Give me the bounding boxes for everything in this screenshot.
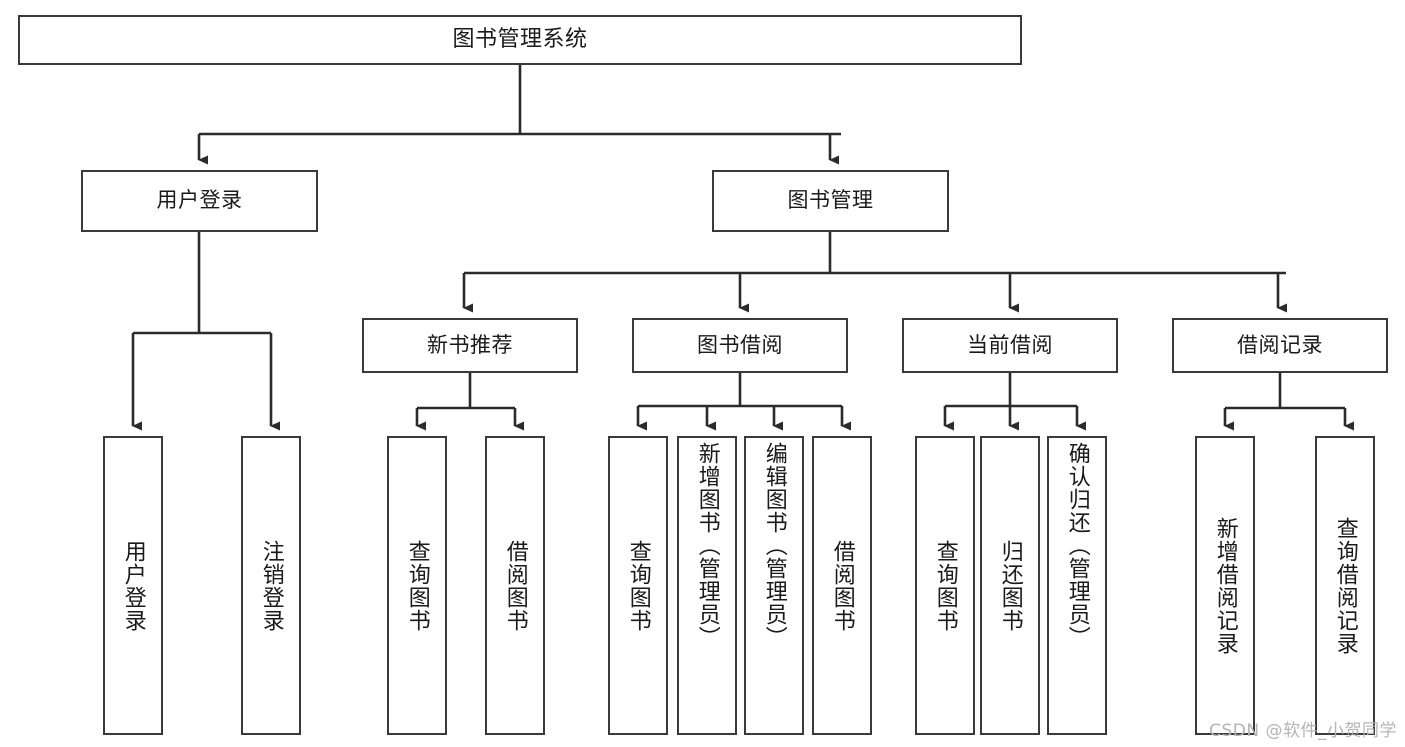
node-label: 借阅图书 (502, 539, 528, 632)
node-leaf-borrow-book-recommend[interactable]: 借阅图书 (485, 436, 545, 735)
node-leaf-edit-book-admin[interactable]: 编辑图书（管理员） (744, 436, 804, 735)
node-leaf-query-book-current[interactable]: 查询图书 (915, 436, 975, 735)
node-label: 用户登录 (120, 539, 146, 632)
node-label: 编辑图书（管理员） (761, 442, 787, 649)
node-current-borrow[interactable]: 当前借阅 (902, 318, 1118, 373)
node-leaf-return-book[interactable]: 归还图书 (980, 436, 1040, 735)
node-label: 归还图书 (997, 539, 1023, 632)
node-leaf-logout[interactable]: 注销登录 (241, 436, 301, 735)
node-label: 借阅图书 (829, 539, 855, 632)
node-label: 查询图书 (404, 539, 430, 632)
node-new-book-recommend[interactable]: 新书推荐 (362, 318, 578, 373)
node-label: 图书借阅 (697, 332, 783, 357)
node-label: 新书推荐 (427, 332, 513, 357)
node-label: 用户登录 (156, 188, 243, 213)
node-user-login[interactable]: 用户登录 (81, 170, 318, 232)
node-label: 借阅记录 (1237, 332, 1323, 357)
node-label: 查询图书 (932, 539, 958, 632)
node-root-book-management-system[interactable]: 图书管理系统 (18, 15, 1022, 65)
node-book-borrow[interactable]: 图书借阅 (632, 318, 848, 373)
node-label: 图书管理系统 (452, 26, 588, 52)
node-leaf-confirm-return-admin[interactable]: 确认归还（管理员） (1047, 436, 1107, 735)
node-leaf-user-login[interactable]: 用户登录 (103, 436, 163, 735)
node-leaf-query-book-borrow[interactable]: 查询图书 (608, 436, 668, 735)
node-book-management[interactable]: 图书管理 (712, 170, 949, 232)
node-leaf-add-book-admin[interactable]: 新增图书（管理员） (677, 436, 737, 735)
node-label: 新增图书（管理员） (694, 442, 720, 649)
node-label: 图书管理 (787, 188, 874, 213)
node-leaf-add-borrow-record[interactable]: 新增借阅记录 (1195, 436, 1255, 735)
node-leaf-borrow-book[interactable]: 借阅图书 (812, 436, 872, 735)
node-borrow-record[interactable]: 借阅记录 (1172, 318, 1388, 373)
node-leaf-query-book-recommend[interactable]: 查询图书 (387, 436, 447, 735)
node-leaf-query-borrow-record[interactable]: 查询借阅记录 (1315, 436, 1375, 735)
node-label: 确认归还（管理员） (1064, 442, 1090, 649)
node-label: 查询借阅记录 (1332, 516, 1358, 655)
node-label: 新增借阅记录 (1212, 516, 1238, 655)
node-label: 注销登录 (258, 539, 284, 632)
csdn-watermark: CSDN @软件_小贺同学 (1209, 721, 1397, 741)
node-label: 当前借阅 (967, 332, 1053, 357)
node-label: 查询图书 (625, 539, 651, 632)
